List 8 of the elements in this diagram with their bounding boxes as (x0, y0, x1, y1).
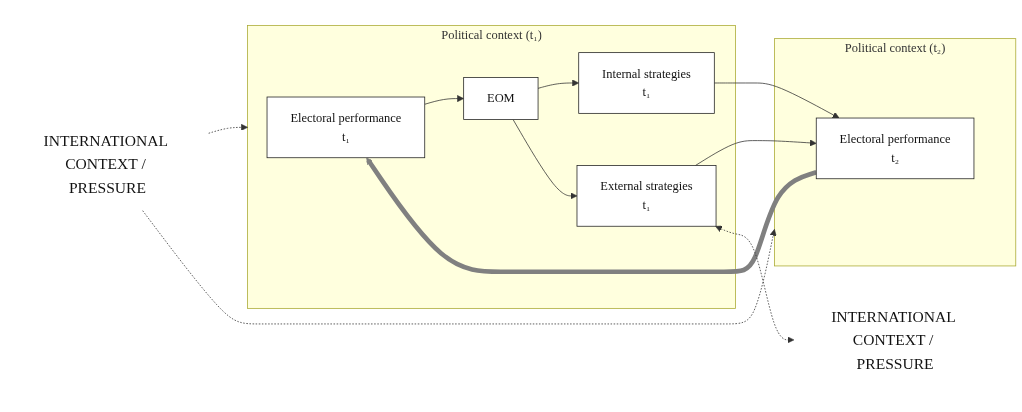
node-box: Internal strategies t₁ (578, 52, 715, 114)
node-box: EOM (463, 77, 539, 120)
node-text: INTERNATIONAL CONTEXT / PRESSURE (43, 132, 168, 196)
arrow (366, 157, 817, 275)
node-text: INTERNATIONAL CONTEXT / PRESSURE (831, 307, 956, 372)
node-box: Electoral performance t₂ (815, 117, 975, 180)
node-box: Electoral performance t₁ (266, 96, 426, 159)
node-box: External strategies t₁ (576, 165, 717, 227)
